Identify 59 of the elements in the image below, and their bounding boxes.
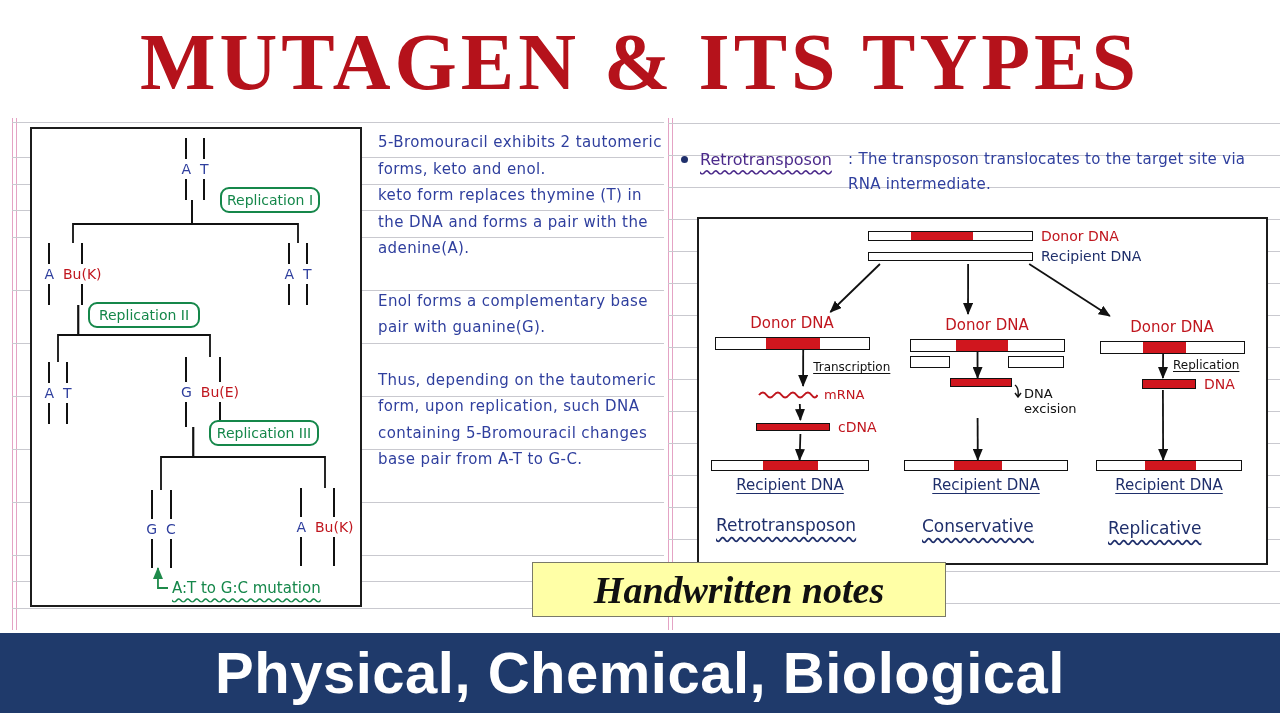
- base-letter: G: [146, 520, 158, 539]
- arrow: [798, 349, 809, 387]
- base-letter: T: [200, 160, 209, 179]
- strand-label: Recipient DNA: [1041, 247, 1142, 265]
- notes-badge: Handwritten notes: [532, 562, 946, 617]
- strand-label: cDNA: [838, 418, 877, 436]
- arrow: [1028, 263, 1111, 317]
- base-letter: A: [44, 384, 54, 403]
- arrow: [1158, 353, 1168, 379]
- arrow: [963, 263, 974, 315]
- edge-label: Transcription: [811, 360, 893, 375]
- strand-label: DNA: [1204, 375, 1235, 393]
- panel-frame: [30, 127, 362, 607]
- strand-label: mRNA: [824, 386, 865, 404]
- note-text: A:T to G:C mutation: [168, 576, 356, 600]
- arrow: [795, 403, 805, 421]
- strand-label: Donor DNA: [1130, 318, 1214, 336]
- base-letter: C: [166, 520, 176, 539]
- strand-label: Donor DNA: [750, 314, 834, 332]
- step-label: Replication III: [209, 420, 319, 446]
- step-label: Replication I: [220, 187, 320, 213]
- base-letter: A: [296, 518, 306, 537]
- base-letter: Bu(E): [200, 383, 240, 402]
- bracket-line: [192, 426, 326, 489]
- note-paragraph: keto form replaces thymine (T) in the DNA and forms a pair with the adenine(A).: [378, 185, 649, 259]
- bracket-line: [191, 199, 299, 244]
- base-letter: A: [181, 160, 191, 179]
- arrow: [1158, 389, 1169, 461]
- base-letter: A: [44, 265, 54, 284]
- step-label: Replication II: [88, 302, 200, 328]
- base-letter: G: [180, 383, 192, 402]
- base-letter: A: [284, 265, 294, 284]
- note-paragraph: Enol forms a complementary base pair with guanine(G).: [378, 290, 649, 338]
- bracket-line: [77, 304, 211, 358]
- note-paragraph: 5-Bromouracil exhibits 2 tautomeric forms, keto and enol.: [378, 132, 662, 180]
- base-letter: T: [63, 384, 72, 403]
- leader-arrow: [152, 567, 169, 589]
- strand-label: DNA excision: [1024, 386, 1078, 416]
- panel-frame: [697, 217, 1268, 565]
- strand-label: Recipient DNA: [736, 476, 844, 494]
- strand-label: Donor DNA: [1041, 227, 1119, 245]
- strand-label: Recipient DNA: [1115, 476, 1223, 494]
- base-letter: Bu(K): [63, 265, 102, 284]
- strand-label: Donor DNA: [945, 316, 1029, 334]
- arrow: [972, 417, 983, 461]
- type-caption: Conservative: [922, 515, 1034, 538]
- edge-label: Replication: [1171, 358, 1242, 373]
- note-paragraph: Thus, depending on the tautomeric form, upon replication, such DNA containing 5-Bromouracil changes base pair from A-T to G-C.: [378, 369, 658, 470]
- strand-label: Recipient DNA: [932, 476, 1040, 494]
- base-letter: T: [303, 265, 312, 284]
- arrow: [972, 351, 983, 379]
- type-caption: Replicative: [1108, 517, 1202, 540]
- title: MUTAGEN & ITS TYPES: [139, 18, 1141, 106]
- term-heading: Retrotransposon: [700, 149, 832, 171]
- caption-banner: Physical, Chemical, Biological: [0, 633, 1280, 713]
- arrow: [794, 433, 805, 461]
- base-letter: Bu(K): [315, 518, 354, 537]
- definition-text: : The transposon translocates to the target site via RNA intermediate.: [848, 149, 1247, 195]
- type-caption: Retrotransposon: [716, 514, 857, 537]
